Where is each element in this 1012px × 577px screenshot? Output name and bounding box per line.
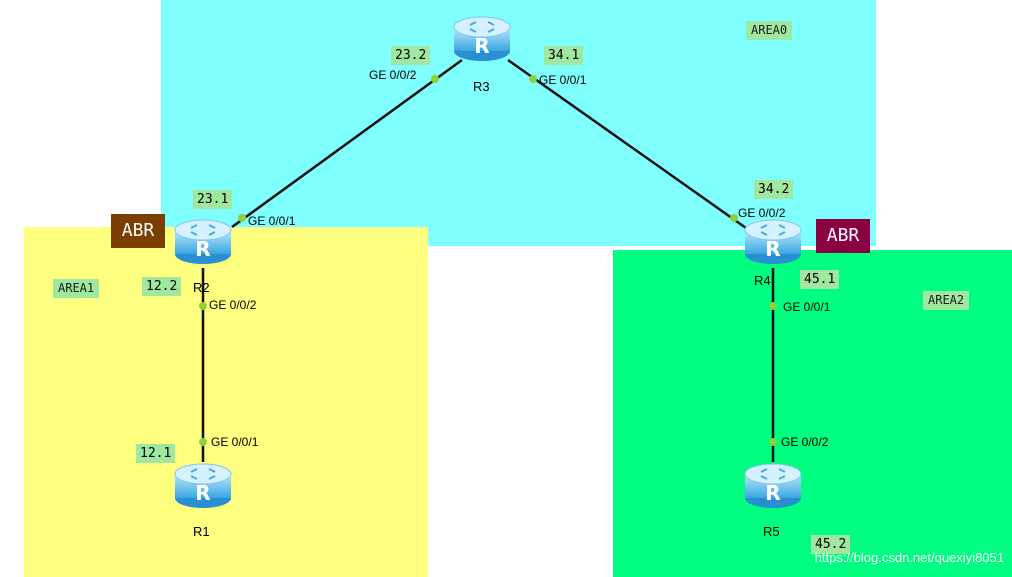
ip-label: 45.2 [811,535,851,554]
svg-text:R: R [765,237,780,261]
port-dot [199,438,207,446]
svg-text:R: R [765,481,780,505]
iface-r3-g002: GE 0/0/2 [369,68,417,82]
iface-r5-g002: GE 0/0/2 [781,435,829,449]
ip-label: 12.1 [136,444,176,463]
abr-badge-r2: ABR [111,214,165,248]
area0-label: AREA0 [746,21,793,40]
iface-r2-g002: GE 0/0/2 [209,298,257,312]
svg-text:R: R [474,34,489,58]
iface-r4-g001: GE 0/0/1 [783,300,831,314]
router-r1-label: R1 [193,524,210,539]
port-dot [769,438,777,446]
ip-label: 12.2 [142,277,182,296]
svg-text:R: R [195,237,210,261]
iface-r3-g001: GE 0/0/1 [539,73,587,87]
router-r3-icon[interactable]: R [452,13,512,63]
router-r2-label: R2 [193,280,210,295]
router-r1-icon[interactable]: R [173,460,233,510]
link-r2-r3 [231,58,463,229]
iface-r2-g001: GE 0/0/1 [248,214,296,228]
svg-text:R: R [195,481,210,505]
ip-label: 23.2 [391,46,431,65]
area2-label: AREA2 [923,291,970,310]
port-dot [431,75,439,83]
ip-label: 45.1 [800,270,840,289]
port-dot [769,302,777,310]
router-r2-icon[interactable]: R [173,216,233,266]
port-dot [199,302,207,310]
router-r5-label: R5 [763,524,780,539]
iface-r4-g002: GE 0/0/2 [738,206,786,220]
link-r3-r4 [507,58,747,230]
area1-label: AREA1 [53,279,100,298]
router-r4-icon[interactable]: R [743,216,803,266]
ip-label: 23.1 [193,190,233,209]
iface-r1-g001: GE 0/0/1 [211,435,259,449]
area0-region [161,0,876,246]
port-dot [730,214,738,222]
ip-label: 34.1 [544,46,584,65]
router-r5-icon[interactable]: R [743,460,803,510]
port-dot [529,75,537,83]
ip-label: 34.2 [754,180,794,199]
port-dot [238,214,246,222]
watermark-url: https://blog.csdn.net/quexiyi8051 [814,550,1004,565]
router-r3-label: R3 [473,79,490,94]
router-r4-label: R4 [754,273,771,288]
abr-badge-r4: ABR [816,219,870,253]
